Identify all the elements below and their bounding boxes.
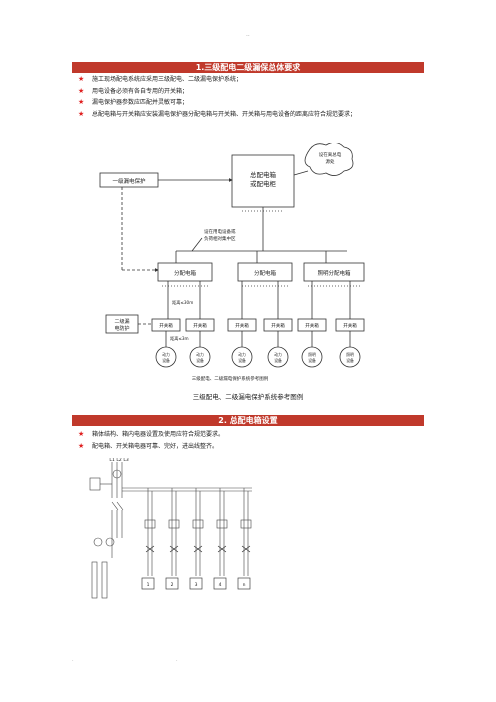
star-icon: ★: [78, 430, 85, 438]
phase-label-l3: L3: [123, 458, 129, 463]
outlet-number: 4: [219, 582, 222, 588]
device-2b: 设备: [196, 358, 204, 363]
device-6a: 照明: [346, 352, 354, 357]
cloud-note-2: 源处: [326, 158, 335, 165]
level2-protector-1: 二级漏: [114, 318, 129, 325]
outlet-number: 1: [147, 582, 150, 588]
device-1b: 设备: [162, 358, 170, 363]
device-4a: 动力: [274, 352, 282, 357]
switch-box-6: 开关箱: [343, 322, 357, 329]
footer-mark-left: .: [72, 657, 74, 663]
device-4b: 设备: [274, 358, 282, 363]
list-item: ★施工现场配电系统应采用三级配电、二级漏电保护系统；: [78, 74, 438, 86]
device-6b: 设备: [346, 358, 354, 363]
outlet-number: n: [243, 583, 246, 588]
device-3b: 设备: [238, 358, 246, 363]
switch-box-1: 开关箱: [159, 322, 173, 329]
star-icon: ★: [78, 441, 85, 450]
star-icon: ★: [78, 75, 85, 83]
list-item: ★漏电保护器参数应匹配并灵敏可靠；: [78, 97, 438, 109]
section1-title: 1.三级配电二级漏保总体要求: [72, 62, 424, 73]
main-box-label-1: 总配电箱: [250, 170, 277, 179]
outlet-number: 2: [171, 582, 174, 588]
distance-label-1: 距离≤30m: [172, 299, 193, 306]
section1-bullets: ★施工现场配电系统应采用三级配电、二级漏电保护系统； ★用电设备必须有各自专用的…: [78, 74, 438, 120]
figure-caption: 三级配电、二级漏电保护系统参考图例: [192, 393, 304, 401]
distance-label-2: 距离≤3m: [170, 335, 189, 342]
dist-box-1: 分配电箱: [174, 269, 197, 277]
device-3a: 动力: [238, 352, 246, 357]
footer-mark-right: .: [176, 657, 178, 663]
list-item: ★总配电箱与开关箱应安装漏电保护器分配电箱与开关箱、开关箱与用电设备的距离应符合…: [78, 109, 438, 121]
dist-box-3: 照明分配电箱: [317, 269, 351, 277]
phase-label-l1: L1: [109, 458, 115, 463]
cloud-note-1: 设在离总电: [319, 151, 342, 158]
switch-box-2: 开关箱: [193, 322, 207, 329]
star-icon: ★: [78, 109, 85, 118]
dist-box-2: 分配电箱: [254, 269, 277, 277]
dist-note-1: 设在用电设备或: [204, 228, 236, 235]
three-level-distribution-diagram: 一级漏电保护 总配电箱 或配电柜 设在离总电 源处 设在用电设备或 负荷相对集中…: [99, 143, 365, 382]
section2-title: 2. 总配电箱设置: [72, 415, 424, 426]
main-box-label-2: 或配电柜: [250, 179, 277, 188]
star-icon: ★: [78, 86, 85, 95]
diagram-inner-caption: 三级配电、二级漏电保护系统参考图例: [192, 375, 269, 382]
outlet-number: 3: [195, 582, 198, 588]
switch-box-3: 开关箱: [235, 322, 249, 329]
phase-label-l2: L2: [116, 458, 122, 463]
device-1a: 动力: [162, 352, 170, 357]
switch-box-4: 开关箱: [271, 322, 285, 329]
device-5a: 照明: [308, 352, 316, 357]
dist-note-2: 负荷相对集中区: [204, 235, 236, 242]
device-2a: 动力: [196, 352, 204, 357]
list-item: ★箱体结构、箱内电器设置及使用应符合规范要求。: [78, 429, 438, 441]
device-5b: 设备: [308, 358, 316, 363]
switch-box-5: 开关箱: [305, 322, 319, 329]
star-icon: ★: [78, 98, 85, 106]
level2-protector-2: 电防护: [114, 325, 129, 332]
list-item: ★用电设备必须有各自专用的开关箱；: [78, 86, 438, 98]
header-mark: ..: [246, 31, 250, 38]
main-distribution-box-wiring-diagram: L1 L2 L3 1 2 3 4 n: [89, 458, 252, 599]
section2-bullets: ★箱体结构、箱内电器设置及使用应符合规范要求。 ★配电箱、开关箱电器可靠、完好，…: [78, 429, 438, 452]
list-item: ★配电箱、开关箱电器可靠、完好，进出线整齐。: [78, 441, 438, 453]
level1-protector-label: 一级漏电保护: [112, 177, 146, 185]
